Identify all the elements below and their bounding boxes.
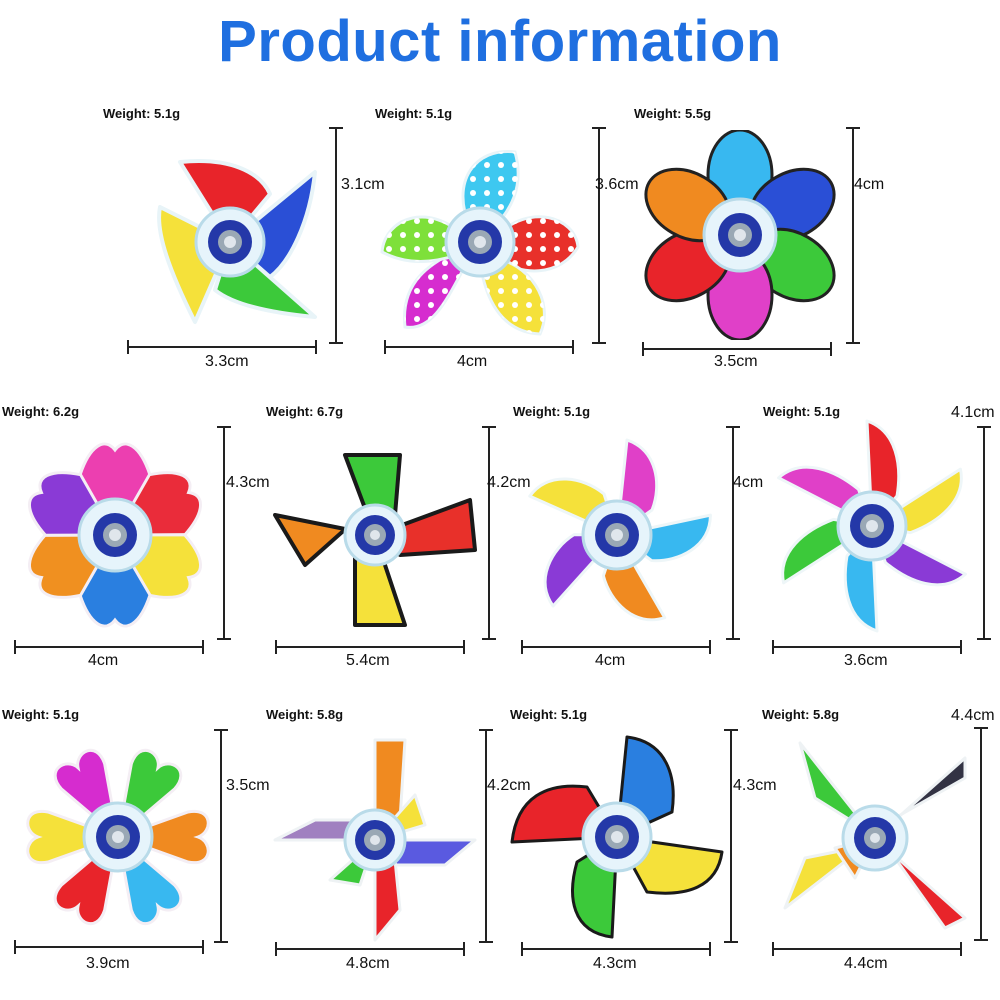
weight-label: Weight: 5.1g (510, 707, 588, 722)
width-label: 5.4cm (346, 652, 390, 669)
pinwheel-toy-image (273, 453, 477, 627)
width-dimension-line (127, 340, 317, 354)
width-dimension-line (642, 342, 832, 356)
height-dimension-line (974, 727, 988, 941)
flower-toy-image (380, 150, 580, 336)
height-label: 4cm (733, 474, 764, 491)
height-dimension-line (846, 127, 860, 344)
weight-label: Weight: 5.5g (634, 106, 712, 121)
height-label: 3.5cm (226, 777, 270, 794)
weight-label: Weight: 5.1g (513, 404, 591, 419)
height-label: 3.6cm (595, 176, 639, 193)
pinwheel-toy-image (510, 735, 724, 939)
flower-toy-image (28, 442, 202, 628)
height-dimension-line (217, 426, 231, 640)
weight-label: Weight: 5.1g (103, 106, 181, 121)
height-label: 4.2cm (487, 474, 531, 491)
width-dimension-line (772, 640, 962, 654)
width-dimension-line (14, 640, 204, 654)
weight-label: Weight: 5.1g (763, 404, 841, 419)
width-dimension-line (521, 640, 711, 654)
height-label: 4.4cm (951, 707, 995, 724)
page-title: Product information (218, 9, 782, 74)
width-label: 4cm (457, 353, 488, 370)
weight-label: Weight: 6.2g (2, 404, 80, 419)
height-label: 4.3cm (226, 474, 270, 491)
height-dimension-line (592, 127, 606, 344)
width-label: 4.3cm (593, 955, 637, 972)
height-label: 4.3cm (733, 777, 777, 794)
width-label: 4cm (88, 652, 119, 669)
pinwheel-toy-image (273, 738, 477, 942)
height-dimension-line (214, 729, 228, 943)
pinwheel-toy-image (528, 438, 712, 622)
height-dimension-line (329, 127, 343, 344)
width-dimension-line (384, 340, 574, 354)
width-label: 3.5cm (714, 353, 758, 370)
flower-toy-image (644, 130, 836, 340)
height-dimension-line (479, 729, 493, 943)
height-dimension-line (977, 426, 991, 640)
width-dimension-line (275, 640, 465, 654)
width-label: 4.4cm (844, 955, 888, 972)
weight-label: Weight: 6.7g (266, 404, 344, 419)
width-label: 3.3cm (205, 353, 249, 370)
width-label: 4.8cm (346, 955, 390, 972)
pinwheel-toy-image (157, 159, 317, 324)
weight-label: Weight: 5.8g (762, 707, 840, 722)
width-dimension-line (14, 940, 204, 954)
width-dimension-line (521, 942, 711, 956)
height-label: 4cm (854, 176, 885, 193)
weight-label: Weight: 5.1g (2, 707, 80, 722)
height-dimension-line (724, 729, 738, 943)
width-dimension-line (275, 942, 465, 956)
width-dimension-line (772, 942, 962, 956)
height-label: 3.1cm (341, 176, 385, 193)
weight-label: Weight: 5.8g (266, 707, 344, 722)
pinwheel-toy-image (783, 741, 967, 930)
height-label: 4.2cm (487, 777, 531, 794)
flower-toy-image (26, 748, 210, 926)
height-dimension-line (482, 426, 496, 640)
width-label: 3.6cm (844, 652, 888, 669)
width-label: 4cm (595, 652, 626, 669)
height-label: 4.1cm (951, 404, 995, 421)
weight-label: Weight: 5.1g (375, 106, 453, 121)
height-dimension-line (726, 426, 740, 640)
width-label: 3.9cm (86, 955, 130, 972)
pinwheel-toy-image (777, 419, 967, 633)
